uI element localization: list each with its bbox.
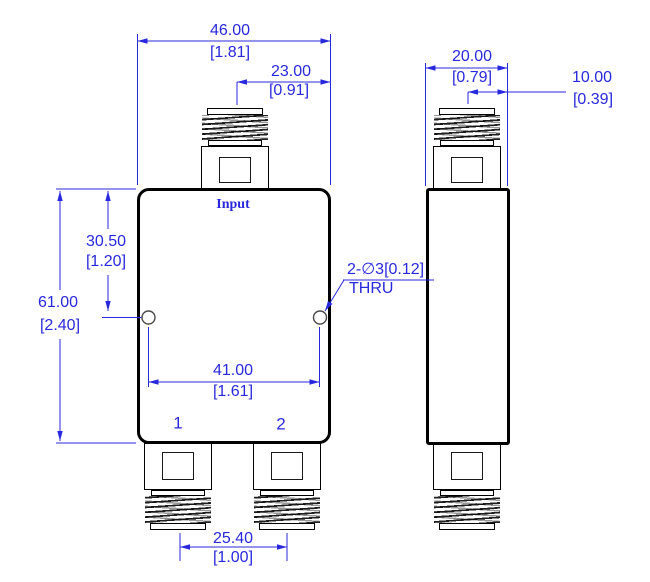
- port-2-connector: [253, 443, 321, 530]
- dim-hole-from-top-in: [1.20]: [85, 253, 127, 270]
- connector-neck: [440, 490, 494, 496]
- port-1-label: 1: [173, 413, 183, 433]
- dim-body-depth-mm: 20.00: [451, 48, 493, 65]
- connector-pin-recess: [162, 452, 194, 480]
- dim-body-depth-in: [0.79]: [451, 69, 493, 86]
- dim-input-offset-mm: 23.00: [270, 63, 312, 80]
- holes-note-line2: THRU: [349, 280, 394, 297]
- front-view-body: [137, 188, 331, 444]
- connector-neck: [440, 140, 494, 146]
- port-1-connector: [144, 443, 212, 530]
- connector-threads: [434, 496, 500, 523]
- dim-body-width-mm: 46.00: [209, 22, 251, 39]
- connector-threads: [202, 115, 268, 140]
- connector-pin-recess: [271, 452, 303, 480]
- connector-threads: [145, 496, 211, 523]
- connector-threads: [434, 115, 500, 140]
- dim-port-spacing-in: [1.00]: [212, 549, 254, 566]
- mounting-hole-right: [312, 310, 328, 325]
- port-2-label: 2: [276, 414, 286, 434]
- connector-pin-recess: [451, 157, 483, 183]
- connector-coupling-face: [259, 523, 315, 530]
- mounting-hole-left: [141, 310, 156, 325]
- side-bottom-connector: [433, 443, 501, 530]
- connector-coupling-face: [150, 523, 206, 530]
- dim-input-offset-in: [0.91]: [268, 82, 310, 99]
- leader-line-holes-note: [324, 279, 345, 312]
- dim-hole-from-top-mm: 30.50: [85, 233, 127, 250]
- dim-body-height-in: [2.40]: [39, 317, 81, 334]
- connector-neck: [208, 140, 262, 146]
- connector-flange: [433, 146, 501, 189]
- connector-flange: [253, 443, 321, 490]
- side-view-body: [426, 188, 510, 445]
- connector-neck: [260, 490, 314, 496]
- connector-flange: [144, 443, 212, 490]
- dim-hole-spacing-mm: 41.00: [212, 362, 254, 379]
- dim-body-height-mm: 61.00: [37, 294, 79, 311]
- side-top-connector: [433, 108, 501, 189]
- dim-body-width-in: [1.81]: [209, 44, 251, 61]
- dim-connector-offset-in: [0.39]: [572, 91, 614, 108]
- connector-coupling-face: [439, 523, 495, 530]
- connector-pin-recess: [451, 452, 483, 480]
- dim-hole-spacing-in: [1.61]: [212, 383, 254, 400]
- connector-threads: [254, 496, 320, 523]
- connector-flange: [201, 146, 269, 189]
- holes-note-line1: 2-∅3[0.12]: [347, 261, 425, 278]
- connector-coupling-face: [207, 108, 263, 115]
- connector-neck: [151, 490, 205, 496]
- connector-pin-recess: [219, 157, 251, 183]
- input-port-label: Input: [216, 197, 250, 212]
- dim-connector-offset-mm: 10.00: [571, 69, 613, 86]
- connector-flange: [433, 443, 501, 490]
- dim-port-spacing-mm: 25.40: [212, 530, 254, 547]
- connector-coupling-face: [439, 108, 495, 115]
- input-connector: [201, 108, 269, 189]
